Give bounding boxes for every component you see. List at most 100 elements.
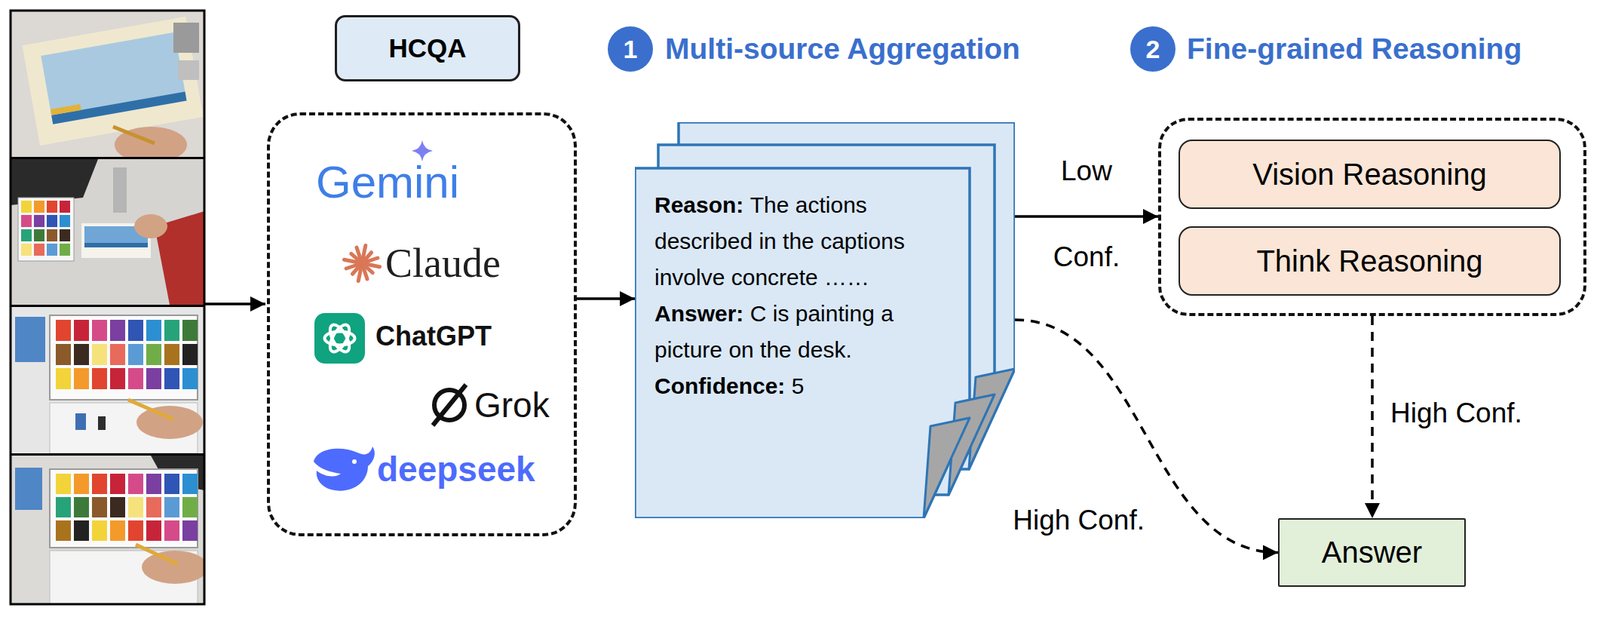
- edge-label: High Conf.: [1012, 504, 1145, 536]
- chatgpt-icon-part: [314, 312, 365, 364]
- paint-cell: [91, 343, 108, 365]
- reasoning-group: Vision ReasoningThink Reasoning: [1158, 117, 1587, 316]
- step-number: 2: [1130, 26, 1176, 72]
- field-value: 5: [791, 373, 805, 399]
- video-frame-part-part: [22, 16, 204, 146]
- paint-cell: [146, 343, 162, 365]
- video-frame-part: [177, 60, 200, 80]
- paint-cell: [91, 520, 108, 541]
- paint-cell: [21, 229, 32, 242]
- paint-cell: [110, 473, 126, 494]
- paint-cell: [182, 319, 198, 341]
- paint-cell: [128, 520, 144, 541]
- paint-cell: [73, 496, 89, 518]
- reasoning-box: Think Reasoning: [1178, 226, 1561, 296]
- paint-cell: [110, 343, 126, 365]
- paint-cell: [182, 496, 198, 518]
- flow-arrow: [576, 297, 635, 301]
- paint-cell: [128, 496, 144, 518]
- box-label: Think Reasoning: [1256, 244, 1483, 279]
- paint-cell: [55, 520, 71, 541]
- title-box: HCQA: [334, 15, 521, 82]
- video-frame-part: [135, 544, 178, 564]
- chatgpt-icon: [314, 312, 365, 364]
- video-frame-part: [98, 416, 106, 430]
- paint-cell: [55, 319, 71, 341]
- stage-heading: Multi-source Aggregation: [665, 32, 1021, 65]
- video-frame: [10, 306, 205, 454]
- logo-wrap: ChatGPT: [375, 320, 492, 353]
- paint-cell: [146, 473, 162, 494]
- paint-cell: [73, 367, 89, 390]
- grok-icon: [432, 384, 466, 426]
- document-field: Confidence:5: [654, 367, 953, 405]
- deepseek-icon-part: [313, 446, 375, 491]
- logo-wrap: Gemini: [315, 156, 460, 209]
- video-frame-part: [22, 16, 204, 146]
- paint-cell: [55, 343, 71, 365]
- paint-cell: [33, 243, 45, 256]
- video-frame-part: [18, 197, 74, 261]
- paint-cell: [146, 319, 162, 341]
- paint-cell: [55, 496, 71, 518]
- paint-cell: [110, 520, 126, 541]
- paint-cell: [21, 243, 32, 256]
- deepseek-logo: deepseek: [377, 449, 536, 489]
- paint-cell: [46, 243, 58, 256]
- edge-label-wrap: High Conf.: [1387, 397, 1526, 430]
- logo-wrap: Claude: [385, 239, 501, 287]
- paint-cell: [146, 520, 162, 541]
- paint-cell: [182, 367, 198, 390]
- logo-wrap: Grok: [474, 384, 550, 426]
- paint-cell: [73, 520, 89, 541]
- chatgpt-icon-part-part: [326, 321, 354, 356]
- heading-wrap: Fine-grained Reasoning: [1186, 32, 1522, 66]
- paint-cell: [164, 367, 180, 390]
- video-frame-part: [128, 399, 174, 420]
- document-text: Reason:The actions described in the capt…: [654, 186, 953, 405]
- field-name: Reason:: [654, 192, 744, 218]
- video-frame-part: [10, 306, 205, 454]
- frame-borders-part: [10, 304, 205, 307]
- video-frame-part: [21, 200, 71, 256]
- edge-label: High Conf.: [1390, 397, 1523, 429]
- edge-label-wrap: Low Conf.: [1037, 130, 1136, 303]
- document-field: Answer:C is painting a picture on the de…: [654, 295, 953, 368]
- paint-cell: [55, 367, 71, 390]
- paint-cell: [59, 243, 71, 256]
- input-arrow-part: [204, 302, 266, 306]
- box-label: Answer: [1321, 535, 1423, 570]
- claude-icon: [343, 245, 380, 281]
- video-frame-part: [10, 159, 205, 305]
- video-frame-part: [113, 126, 155, 144]
- paint-cell: [182, 343, 198, 365]
- video-frame-part: [84, 242, 148, 248]
- video-frame-part: [49, 315, 198, 400]
- video-frame-part: [173, 22, 200, 53]
- video-frame-part: [134, 214, 168, 239]
- paint-cell: [164, 496, 180, 518]
- video-frame-part: [55, 319, 198, 390]
- paint-cell: [33, 200, 45, 213]
- video-frame-part: [141, 550, 205, 584]
- paint-cell: [91, 496, 108, 518]
- video-frame: [10, 10, 205, 157]
- claude-logo: Claude: [385, 240, 501, 286]
- box-label: 2: [1146, 34, 1161, 65]
- paint-cell: [91, 367, 108, 390]
- page-fold: [923, 417, 970, 519]
- logo-wrap: deepseek: [377, 448, 536, 490]
- field-name: Answer:: [654, 300, 744, 326]
- reasoning-box: Vision Reasoning: [1178, 139, 1561, 209]
- deepseek-icon: [313, 446, 375, 491]
- field-name: Confidence:: [654, 373, 785, 399]
- document-field: Reason:The actions described in the capt…: [654, 186, 953, 296]
- video-frame-part: [136, 405, 203, 439]
- paint-cell: [59, 214, 71, 227]
- paint-cell: [59, 229, 71, 242]
- response-document: Reason:The actions described in the capt…: [634, 122, 1015, 519]
- paint-cell: [182, 473, 198, 494]
- paint-cell: [46, 200, 58, 213]
- grok-icon-part: [432, 384, 466, 426]
